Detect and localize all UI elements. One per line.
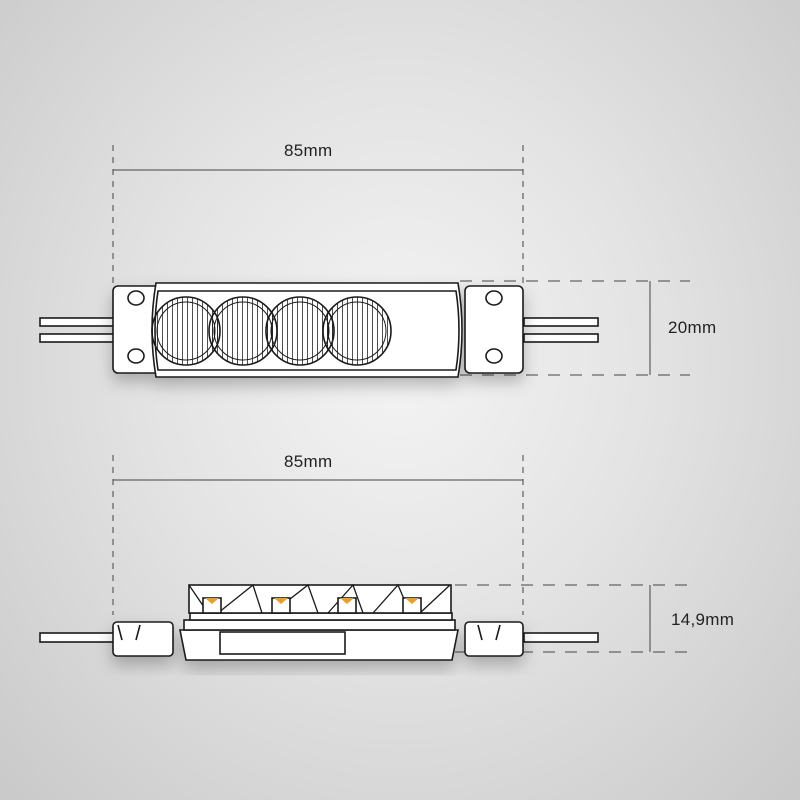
led-chips xyxy=(202,597,422,614)
side-height-dimension xyxy=(455,584,690,653)
lens xyxy=(322,296,392,366)
pcb-strip xyxy=(183,619,456,631)
side-height-label: 14,9mm xyxy=(671,610,735,629)
wire xyxy=(523,632,599,643)
side-width-dimension xyxy=(112,455,524,615)
end-cap-right xyxy=(464,285,524,374)
end-cap-right xyxy=(464,621,524,657)
side-width-label: 85mm xyxy=(284,452,333,471)
led-module-side-view xyxy=(39,583,599,661)
lenses xyxy=(151,296,392,366)
wire xyxy=(39,333,115,343)
end-cap-left xyxy=(112,621,174,657)
top-width-label: 85mm xyxy=(284,141,333,160)
wire xyxy=(39,317,115,327)
top-width-dimension xyxy=(112,145,524,290)
wire xyxy=(39,632,115,643)
top-height-dimension xyxy=(460,280,690,376)
wire xyxy=(523,317,599,327)
module-base xyxy=(179,629,459,661)
wire xyxy=(523,333,599,343)
top-height-label: 20mm xyxy=(668,318,717,337)
led-module-top-view xyxy=(39,282,599,378)
